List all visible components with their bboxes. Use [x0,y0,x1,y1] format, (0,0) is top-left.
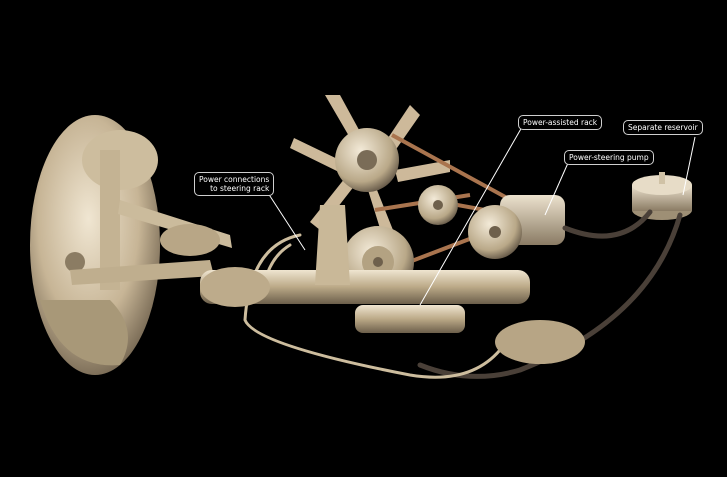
label-power-assisted-rack: Power-assisted rack [518,115,603,130]
wheel-hub-assembly [30,115,160,375]
power-steering-pump [468,195,565,259]
label-power-connections: Power connections to steering rack [194,172,275,196]
label-leader-lines [267,126,696,306]
idler-pulley [418,185,458,225]
label-power-connections-line1: Power connections [199,175,270,184]
suspension-arm [70,200,232,285]
power-assisted-rack [200,205,585,364]
label-power-connections-line2: to steering rack [210,184,270,193]
label-separate-reservoir: Separate reservoir [623,120,703,135]
separate-reservoir [632,172,692,220]
label-power-steering-pump: Power-steering pump [564,150,654,165]
